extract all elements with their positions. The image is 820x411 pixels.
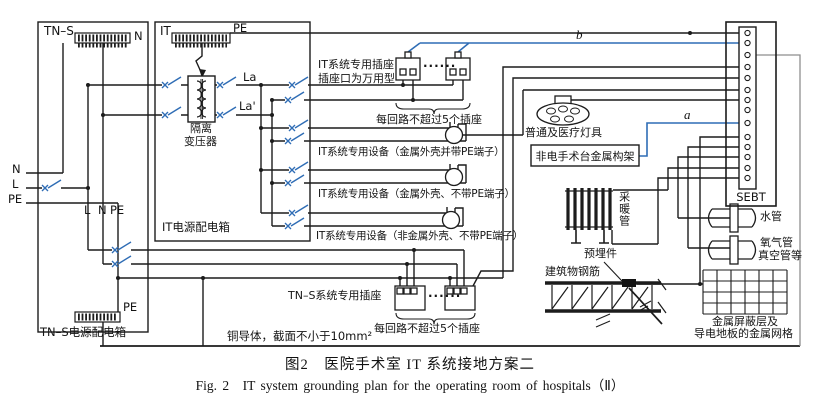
sebt-bar (725, 21, 777, 207)
la-prime-label: La' (239, 99, 256, 113)
lamp-icon (536, 95, 590, 126)
isolation-transformer (187, 75, 216, 123)
feeder-n-label: N (12, 162, 21, 176)
device-1-symbol (444, 125, 464, 145)
more-sockets-dots: ······ (423, 59, 457, 73)
junction-dots (86, 31, 702, 286)
bonding-conductors (407, 42, 745, 157)
table-frame-label: 非电手术台金属构架 (535, 150, 635, 163)
tns-socket-note: 每回路不超过5个插座 (374, 322, 480, 335)
it-panel-box (154, 21, 311, 242)
inner-l-label: L (84, 203, 91, 217)
la-label: La (243, 70, 257, 84)
rebar-symbol (545, 278, 667, 314)
tns-pe-busbar-label: PE (123, 300, 138, 314)
rebar-label: 建筑物钢筋 (545, 265, 600, 278)
it-socket-label-1: IT系统专用插座 (318, 58, 394, 71)
tns-socket-group (394, 285, 476, 325)
water-pipe-symbol (707, 203, 757, 233)
socket-count-brace-2 (395, 312, 476, 325)
feeder-pe-label: PE (8, 192, 23, 206)
it-panel-label: IT电源配电箱 (162, 220, 230, 234)
floor-grid-symbol (702, 269, 788, 315)
bond-line-b (407, 42, 745, 53)
lamp-label: 普通及医疗灯具 (525, 126, 602, 139)
line-b-label: b (576, 27, 583, 42)
inner-pe-label: PE (110, 203, 125, 217)
device-3-label: IT系统专用设备（非金属外壳、不带PE端子） (316, 230, 524, 242)
radiator-label: 采暖管 (617, 191, 631, 227)
it-socket-group (395, 51, 471, 115)
n-busbar-label: N (134, 29, 143, 43)
oxygen-pipe-label: 氧气管 (760, 236, 793, 249)
embedded-part-label: 预埋件 (584, 247, 617, 260)
radiator-symbol (565, 188, 613, 244)
tns-panel-box (37, 21, 149, 333)
embedded-plate-symbol (622, 279, 636, 287)
vacuum-pipe-label: 真空管等 (758, 249, 802, 262)
caption-zh: 图2 医院手术室 IT 系统接地方案二 (285, 357, 535, 373)
feeder-l-label: L (12, 177, 19, 191)
socket-count-brace (395, 102, 471, 115)
tns-panel-label: TN–S电源配电箱 (40, 325, 127, 339)
grounding-diagram (26, 21, 801, 347)
table-frame-box (530, 144, 640, 167)
transformer-label-1: 隔离 (190, 122, 212, 135)
bond-line-a (639, 122, 745, 157)
caption-en: Fig. 2 IT system grounding plan for the … (195, 378, 625, 393)
device-2-label: IT系统专用设备（金属外壳、不带PE端子） (318, 188, 515, 200)
n-busbar (74, 32, 131, 48)
line-a-label: a (684, 107, 691, 122)
water-pipe-label: 水管 (760, 210, 782, 223)
it-devices (441, 125, 464, 230)
device-2-symbol (444, 167, 464, 187)
transformer-label-2: 变压器 (184, 135, 217, 148)
it-socket-note: 每回路不超过5个插座 (376, 113, 482, 126)
sebt-label: SEBT (736, 190, 766, 204)
device-3-symbol (441, 210, 461, 230)
more-sockets-dots-2: ······ (428, 289, 462, 303)
floor-grid-label-1: 金属屏蔽层及 (712, 315, 778, 328)
floor-grid-label-2: 导电地板的金属网格 (694, 327, 793, 340)
inner-n-label: N (98, 203, 107, 217)
it-socket-label-2: 插座口为万用型 (318, 72, 395, 85)
wiring (26, 21, 800, 347)
tns-panel-title: TN–S (44, 24, 74, 38)
copper-conductor-note: 铜导体，截面不小于10mm² (227, 329, 373, 343)
circuit-switches (41, 76, 309, 268)
tns-pe-busbar (74, 311, 121, 323)
sebt-terminals (744, 29, 751, 182)
it-pe-busbar (171, 32, 231, 48)
oxygen-pipe-symbol (707, 235, 757, 265)
sebt-right-conductor (750, 54, 801, 346)
it-pe-busbar-label: PE (233, 21, 248, 35)
it-panel-title: IT (160, 24, 171, 38)
device-1-label: IT系统专用设备（金属外壳并带PE端子） (318, 146, 505, 158)
tns-socket-label: TN–S系统专用插座 (288, 289, 382, 302)
